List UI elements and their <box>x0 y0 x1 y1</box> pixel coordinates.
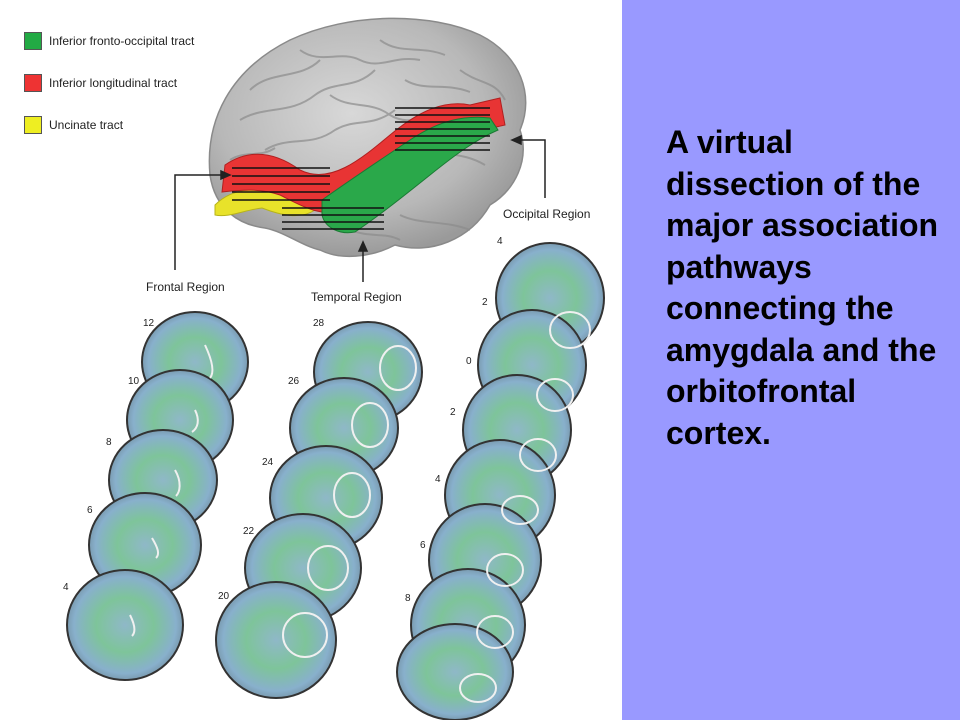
legend-item: Inferior fronto-occipital tract <box>24 30 194 52</box>
slice-number: 2 <box>482 297 488 308</box>
scan-slice <box>215 581 337 699</box>
legend-item: Uncinate tract <box>24 114 194 136</box>
slice-number: 28 <box>313 318 325 329</box>
caption-panel: A virtual dissection of the major associ… <box>622 0 960 720</box>
legend-label: Inferior longitudinal tract <box>49 76 178 90</box>
slice-number: 6 <box>87 505 93 516</box>
slice-number: 2 <box>450 407 456 418</box>
slice-number: 10 <box>128 376 140 387</box>
legend-label: Uncinate tract <box>49 118 124 132</box>
diagram-canvas <box>66 17 605 720</box>
slice-number: 4 <box>435 474 441 485</box>
temporal-scan-stack <box>215 321 423 699</box>
slice-number: 8 <box>405 593 411 604</box>
legend-label: Inferior fronto-occipital tract <box>49 34 195 48</box>
slice-number: 20 <box>218 591 230 602</box>
slice-number: 4 <box>497 236 503 247</box>
slice-number: 0 <box>466 356 472 367</box>
occipital-arrow <box>520 139 546 198</box>
occipital-scan-stack <box>396 242 605 720</box>
slice-number: 8 <box>106 437 112 448</box>
slice-number: 4 <box>63 582 69 593</box>
scan-slice <box>66 569 184 681</box>
legend-swatch <box>24 74 42 92</box>
slice-lines <box>232 107 490 230</box>
occipital-region-label: Occipital Region <box>503 207 591 221</box>
slice-number: 24 <box>262 457 274 468</box>
frontal-region-label: Frontal Region <box>146 280 225 294</box>
temporal-region-label: Temporal Region <box>311 290 402 304</box>
slice-number: 12 <box>143 318 155 329</box>
frontal-scan-stack <box>66 311 249 681</box>
legend-swatch <box>24 32 42 50</box>
frontal-arrow <box>174 174 222 270</box>
frontal-arrowhead <box>220 169 232 181</box>
slice-number: 6 <box>420 540 426 551</box>
pointer-arrows <box>174 134 546 282</box>
slice-number: 26 <box>288 376 300 387</box>
scan-slice <box>396 623 514 720</box>
occipital-arrowhead <box>510 134 522 146</box>
caption-text: A virtual dissection of the major associ… <box>666 124 939 451</box>
slice-number: 22 <box>243 526 255 537</box>
temporal-arrowhead <box>357 240 369 252</box>
legend-item: Inferior longitudinal tract <box>24 72 194 94</box>
legend-swatch <box>24 116 42 134</box>
